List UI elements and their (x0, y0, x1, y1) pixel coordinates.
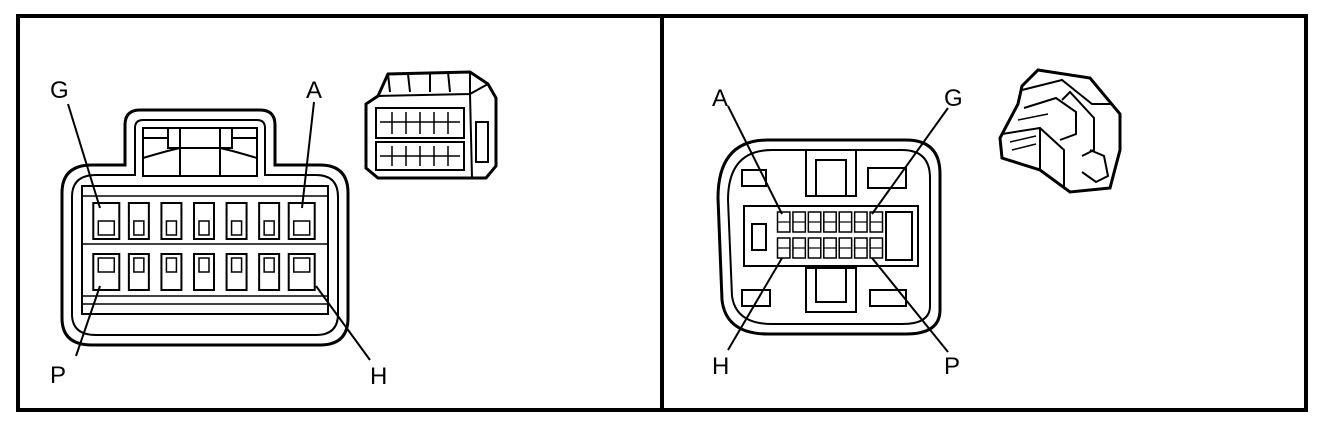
left-connector-face (60, 108, 350, 347)
cavity-latch (263, 257, 275, 273)
cavity-latch (230, 257, 243, 273)
right-connector-isometric-view (998, 68, 1122, 194)
right-connector-face (716, 138, 942, 336)
cavity-latch (133, 257, 145, 273)
cavity-latch (198, 220, 210, 236)
cavity-latch (292, 257, 311, 273)
left-label-bottom-left: P (50, 362, 66, 389)
left-label-top-right: A (306, 77, 322, 104)
right-label-top-right: G (944, 85, 963, 112)
cavity-latch (263, 220, 275, 236)
left-cavity-grid (92, 202, 316, 291)
left-label-bottom-right: H (370, 363, 387, 390)
right-label-bottom-left: H (712, 353, 729, 380)
cavity-latch (198, 257, 210, 273)
right-leader-lines (727, 105, 949, 353)
left-connector-isometric-view (364, 70, 498, 180)
right-label-top-left: A (712, 85, 728, 112)
cavity-latch (97, 220, 116, 236)
cavity-latch (97, 257, 116, 273)
right-cavity-grid (776, 211, 884, 259)
cavity-latch (133, 220, 145, 236)
cavity-latch (230, 220, 243, 236)
cavity-latch (165, 257, 178, 273)
left-label-top-left: G (50, 77, 69, 104)
right-label-bottom-right: P (944, 353, 960, 380)
cavity-latch (292, 220, 311, 236)
left-leader-lines (67, 101, 371, 361)
cavity-latch (165, 220, 178, 236)
